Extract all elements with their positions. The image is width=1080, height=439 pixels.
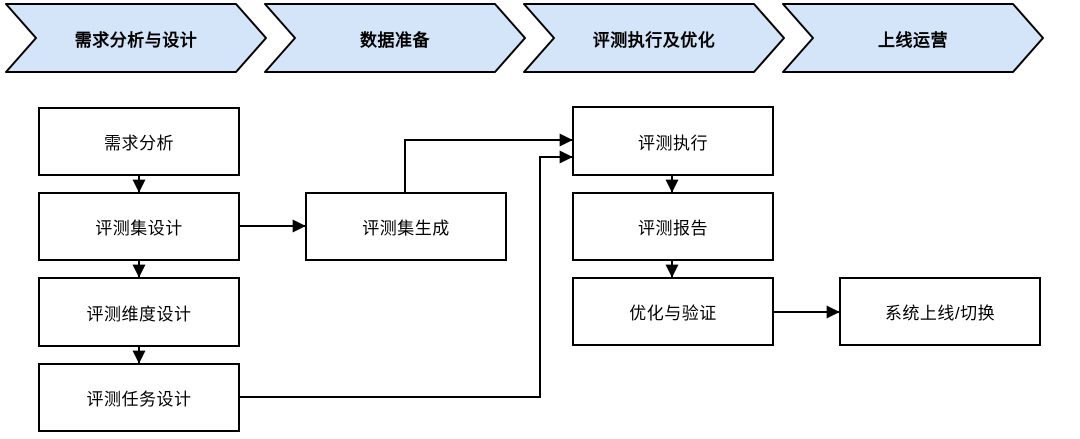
node-system-launch: 系统上线/切换: [839, 277, 1041, 346]
connector-task-design-to-eval-execution: [240, 150, 573, 398]
stage-chevron-data-prep: [264, 3, 526, 73]
node-requirement-analysis: 需求分析: [38, 107, 240, 176]
node-eval-set-generation: 评测集生成: [305, 192, 507, 261]
node-eval-dimension-design: 评测维度设计: [38, 277, 240, 347]
connector-evalset-generation-to-eval-execution: [404, 133, 573, 192]
stage-chevron-eval-optimize: [523, 3, 785, 73]
connectors: [132, 133, 840, 398]
node-eval-set-design: 评测集设计: [38, 192, 240, 261]
node-eval-task-design: 评测任务设计: [38, 363, 240, 432]
node-optimize-verify: 优化与验证: [572, 277, 774, 346]
stage-chevron-launch: [782, 3, 1044, 73]
node-eval-report: 评测报告: [572, 192, 774, 261]
stage-banner: [5, 3, 1044, 73]
stage-chevron-requirements: [5, 3, 267, 73]
node-eval-execution: 评测执行: [572, 106, 774, 176]
